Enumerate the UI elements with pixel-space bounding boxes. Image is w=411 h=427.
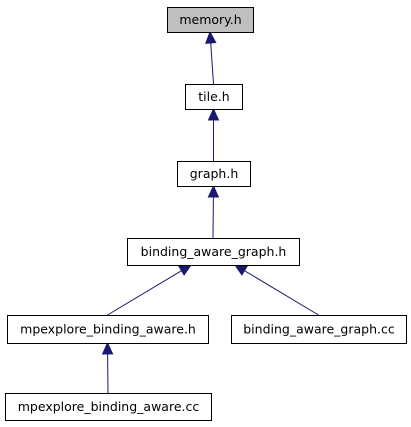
node-label: tile.h [198, 89, 229, 104]
edges-layer [101, 30, 319, 394]
node-label: binding_aware_graph.h [141, 244, 287, 259]
edge-tile_h-to-memory_h [205, 30, 217, 85]
nodes-layer: memory.h tile.h graph.h binding_aware_graph… [5, 7, 407, 421]
node-label: mpexplore_binding_aware.cc [18, 399, 200, 414]
node-mpexplore-binding-aware-h[interactable]: mpexplore_binding_aware.h [7, 315, 209, 344]
node-memory-h: memory.h [167, 7, 254, 33]
edge-arrowhead [101, 341, 114, 355]
node-mpexplore-binding-aware-cc[interactable]: mpexplore_binding_aware.cc [5, 393, 212, 421]
edge-line [210, 42, 214, 85]
edge-binding_aware_graph_cc-to-binding_aware_graph_h [233, 264, 319, 316]
node-binding-aware-graph-cc[interactable]: binding_aware_graph.cc [231, 315, 407, 344]
edge-arrowhead [205, 30, 217, 44]
edge-arrowhead [207, 107, 220, 121]
edge-mpexplore_binding_aware_h-to-binding_aware_graph_h [107, 264, 193, 316]
node-box [167, 7, 254, 33]
edge-arrowhead [207, 184, 220, 198]
edge-line [244, 270, 319, 316]
edge-line [107, 270, 182, 316]
node-label: graph.h [190, 166, 239, 181]
edge-mpexplore_binding_aware_cc-to-mpexplore_binding_aware_h [101, 341, 114, 394]
node-label: mpexplore_binding_aware.h [20, 322, 196, 337]
node-box[interactable] [127, 238, 300, 266]
node-label: binding_aware_graph.cc [243, 322, 395, 337]
node-box[interactable] [185, 84, 243, 110]
edge-arrowhead [178, 264, 193, 276]
node-label: memory.h [179, 12, 241, 27]
node-binding-aware-graph-h[interactable]: binding_aware_graph.h [127, 238, 300, 266]
node-graph-h[interactable]: graph.h [177, 161, 251, 187]
node-box[interactable] [177, 161, 251, 187]
node-box[interactable] [7, 315, 209, 344]
edge-binding_aware_graph_h-to-graph_h [207, 184, 220, 239]
edge-graph_h-to-tile_h [207, 107, 220, 161]
edge-arrowhead [233, 264, 248, 276]
node-box[interactable] [5, 393, 212, 421]
node-box[interactable] [231, 315, 407, 344]
node-tile-h[interactable]: tile.h [185, 84, 243, 110]
